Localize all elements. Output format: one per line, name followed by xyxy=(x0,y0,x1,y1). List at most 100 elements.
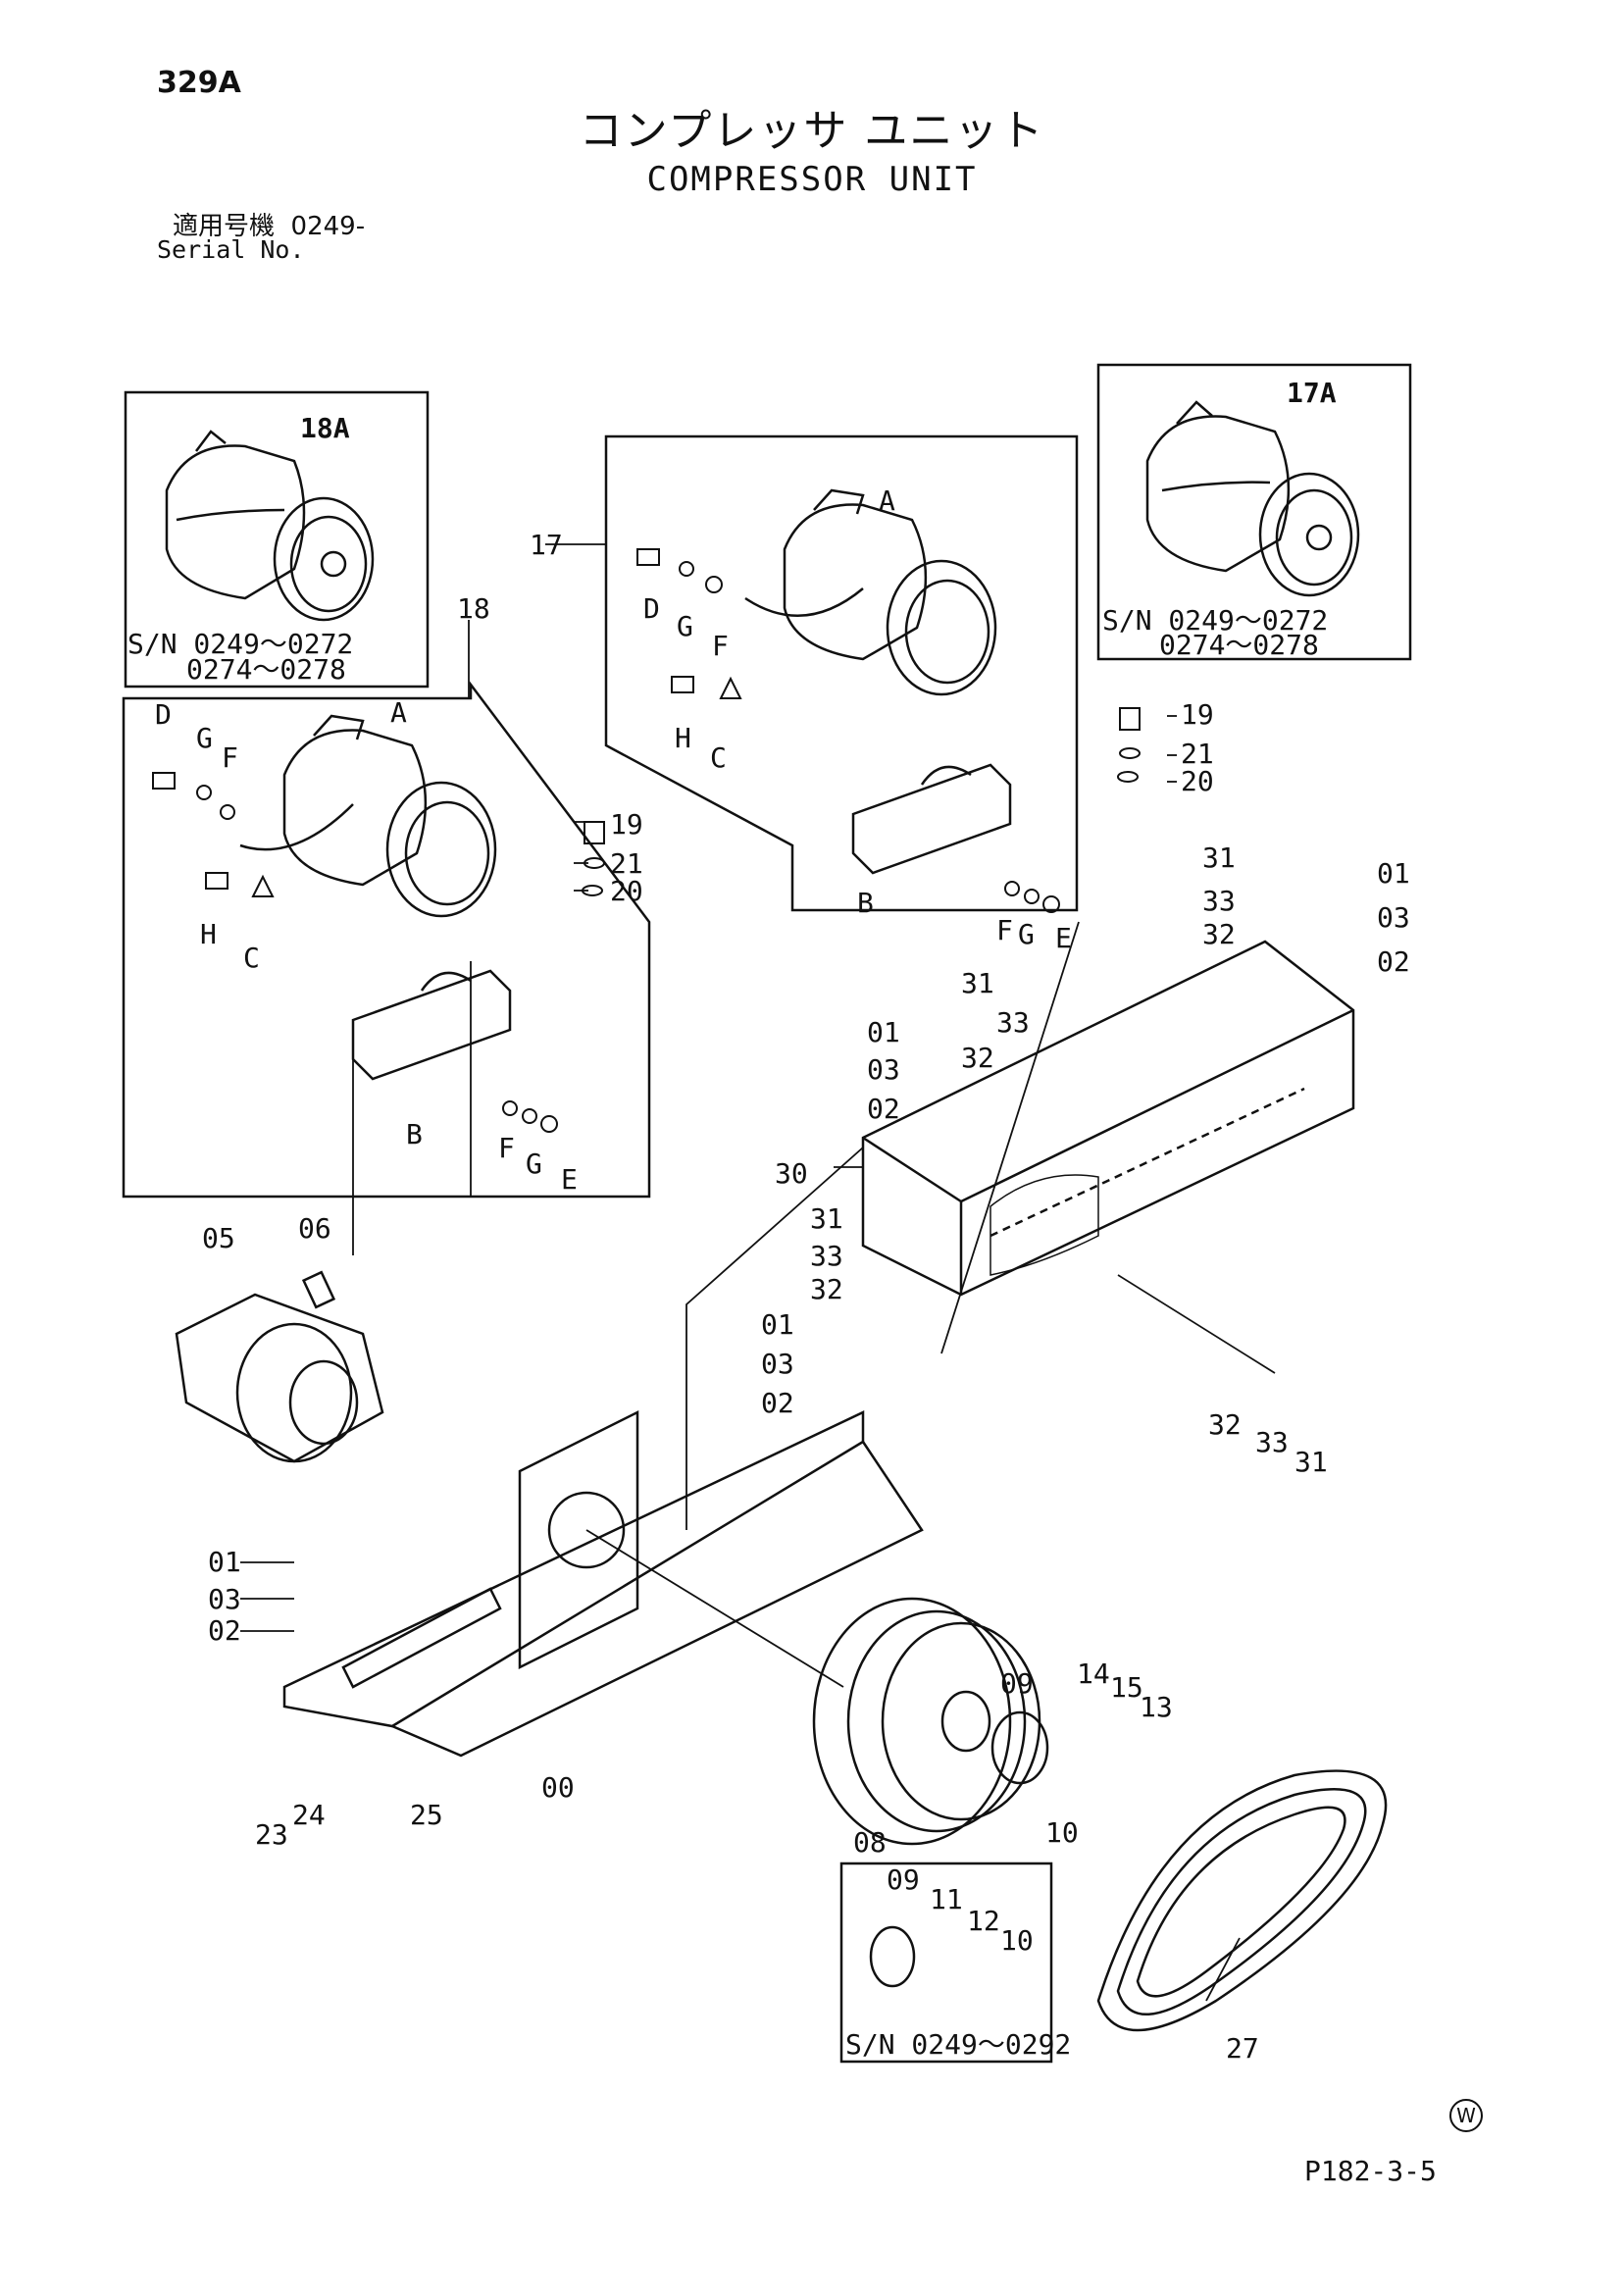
leader-lines xyxy=(240,543,1276,2002)
callout-25: 25 xyxy=(410,1799,443,1831)
compressor-17a-drawing xyxy=(1145,400,1360,597)
callout-10: 10 xyxy=(1045,1816,1079,1849)
callout-03-left: 03 xyxy=(208,1583,241,1615)
callout-19-left: 19 xyxy=(610,808,643,841)
cover-30-drawing xyxy=(861,940,1355,1297)
inset-18a-box xyxy=(124,390,430,689)
group-18-outline xyxy=(122,681,651,1199)
callout-01-left: 01 xyxy=(208,1546,241,1578)
callout-11-inset: 11 xyxy=(930,1883,963,1915)
callout-14: 14 xyxy=(1077,1658,1110,1690)
inset-plate-serial: S/N 0249～0292 xyxy=(845,2028,1071,2061)
callout-01-mid: 01 xyxy=(867,1016,900,1048)
callout-00: 00 xyxy=(541,1771,575,1804)
compressor-17-drawing xyxy=(744,488,997,696)
callout-32-top: 32 xyxy=(1202,918,1236,950)
callout-31-side: 31 xyxy=(1294,1446,1328,1478)
title-japanese: コンプレッサ ユニット xyxy=(579,106,1045,156)
callout-03-mid: 03 xyxy=(867,1053,900,1086)
base-frame-00-drawing xyxy=(282,1409,924,1758)
callout-10-inset: 10 xyxy=(1000,1924,1034,1957)
callout-21-left: 21 xyxy=(610,847,643,880)
callout-f2-18: F xyxy=(498,1132,515,1164)
callout-01-base: 01 xyxy=(761,1308,794,1341)
callout-b-17: B xyxy=(857,887,874,919)
callout-f-18: F xyxy=(222,741,238,774)
bracket-b-17-drawing xyxy=(851,763,1012,875)
callout-g2-17: G xyxy=(1018,918,1035,950)
pulley-08-drawing xyxy=(812,1597,1041,1846)
callout-g2-18: G xyxy=(526,1148,542,1180)
callout-31-mid: 31 xyxy=(961,967,994,999)
callout-f2-17: F xyxy=(996,914,1013,946)
callout-06: 06 xyxy=(298,1212,331,1245)
callout-h-18: H xyxy=(200,918,217,950)
callout-02-mid: 02 xyxy=(867,1093,900,1125)
callout-b-18: B xyxy=(406,1118,423,1150)
serial-value: 0249- xyxy=(290,212,366,241)
serial-label-jp: 適用号機 0249- xyxy=(173,214,365,239)
group-17-outline xyxy=(604,434,1079,912)
callout-33-top: 33 xyxy=(1202,885,1236,917)
callout-20-left: 20 xyxy=(610,875,643,907)
callout-30: 30 xyxy=(775,1157,808,1190)
callout-23: 23 xyxy=(255,1818,288,1851)
serial-label-jp-text: 適用号機 xyxy=(173,212,276,241)
callout-f-17: F xyxy=(712,630,729,662)
callout-e-17: E xyxy=(1055,922,1072,954)
callout-e-18: E xyxy=(561,1163,578,1196)
callout-a-17: A xyxy=(879,485,895,517)
callout-03-right: 03 xyxy=(1377,901,1410,934)
callout-d-17: D xyxy=(643,592,660,625)
callout-32-side: 32 xyxy=(1208,1408,1242,1441)
callout-02-left: 02 xyxy=(208,1614,241,1647)
callout-09-inset: 09 xyxy=(887,1863,920,1896)
v-belt-27-drawing xyxy=(1096,1769,1388,2032)
serial-label-en: Serial No. xyxy=(157,235,305,264)
callout-27: 27 xyxy=(1226,2032,1259,2065)
callout-05: 05 xyxy=(202,1222,235,1254)
title-english: COMPRESSOR UNIT xyxy=(646,160,978,199)
callout-02-right: 02 xyxy=(1377,945,1410,978)
callout-09: 09 xyxy=(1000,1667,1034,1700)
callout-33-cover: 33 xyxy=(810,1240,843,1272)
inset-17a-serial-1: S/N 0249～0272 xyxy=(1102,604,1328,637)
callout-24: 24 xyxy=(292,1799,326,1831)
callout-32-mid: 32 xyxy=(961,1042,994,1074)
w-mark-icon: W xyxy=(1449,2099,1483,2132)
callout-02-base: 02 xyxy=(761,1387,794,1419)
callout-c-17: C xyxy=(710,741,727,774)
inset-plate-box xyxy=(839,1862,1053,2064)
callout-08: 08 xyxy=(853,1826,887,1859)
bracket-b-18-drawing xyxy=(351,969,512,1081)
compressor-18a-drawing xyxy=(165,430,375,622)
compressor-18-drawing xyxy=(239,714,497,918)
callout-19-right: 19 xyxy=(1181,698,1214,731)
label-17a: 17A xyxy=(1287,377,1337,409)
labels: 18A S/N 0249～0272 0274～0278 17A S/N 0249… xyxy=(127,377,1410,2065)
callout-g-17: G xyxy=(677,610,693,642)
callout-21-right: 21 xyxy=(1181,738,1214,770)
inset-17a-box xyxy=(1096,363,1412,661)
hydraulic-motor-05-drawing xyxy=(175,1270,384,1463)
callout-a-18: A xyxy=(390,696,407,729)
callout-20-right: 20 xyxy=(1181,765,1214,797)
callout-33-mid: 33 xyxy=(996,1006,1030,1039)
callout-32-cover: 32 xyxy=(810,1273,843,1305)
footer-page-code: P182-3-5 xyxy=(1304,2155,1437,2187)
callout-g-18: G xyxy=(196,722,213,754)
inset-18a-serial-2: 0274～0278 xyxy=(186,653,346,686)
callout-c-18: C xyxy=(243,942,260,974)
callout-18: 18 xyxy=(457,592,490,625)
page-number: 329A xyxy=(157,66,241,100)
label-18a: 18A xyxy=(300,412,350,444)
callout-12-inset: 12 xyxy=(967,1905,1000,1937)
callout-31-cover: 31 xyxy=(810,1202,843,1235)
callout-13: 13 xyxy=(1140,1691,1173,1723)
inset-18a-serial-1: S/N 0249～0272 xyxy=(127,628,353,660)
inset-17a-serial-2: 0274～0278 xyxy=(1159,629,1319,661)
callout-33-side: 33 xyxy=(1255,1426,1289,1458)
plate-09-drawing xyxy=(869,1710,1049,1988)
